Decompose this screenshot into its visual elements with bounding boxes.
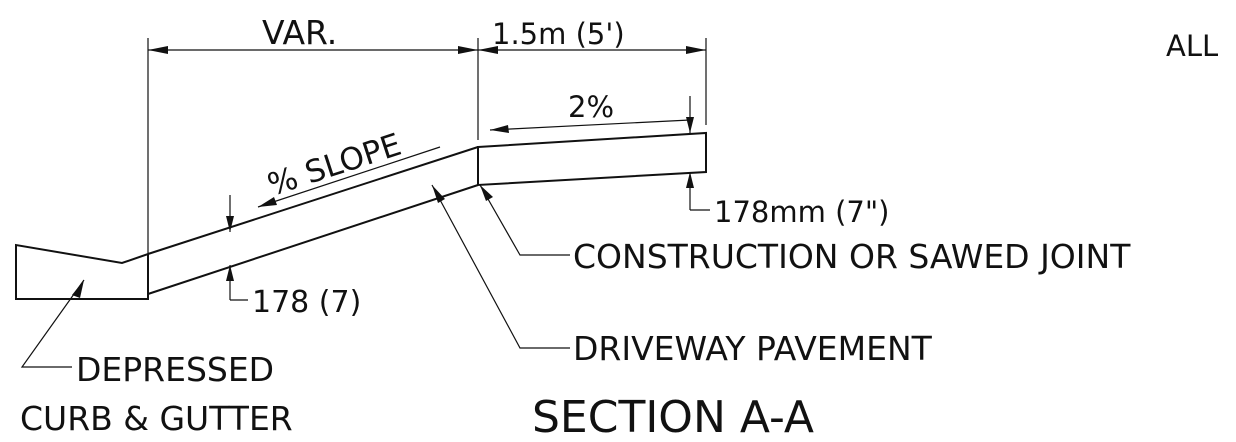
joint-callout: CONSTRUCTION OR SAWED JOINT xyxy=(573,237,1131,276)
arrow-icon xyxy=(490,125,509,133)
arrow-icon xyxy=(458,46,478,54)
slope-main-arrow xyxy=(257,146,441,208)
arrow-icon xyxy=(226,216,234,232)
slope-main-label: % SLOPE xyxy=(263,127,405,204)
slope-top-label: 2% xyxy=(568,90,614,124)
arrow-icon xyxy=(148,46,168,54)
joint-leader xyxy=(479,184,570,256)
arrow-icon xyxy=(478,46,498,54)
top-slab xyxy=(477,131,707,187)
arrow-icon xyxy=(258,197,277,207)
arrow-icon xyxy=(686,117,694,133)
curb-leader xyxy=(20,279,85,368)
curb-callout-line2: CURB & GUTTER xyxy=(20,399,293,438)
curb-callout-line1: DEPRESSED xyxy=(76,350,274,389)
arrow-icon xyxy=(72,280,84,298)
var-label: VAR. xyxy=(262,13,337,52)
curb-gutter-shape xyxy=(15,243,149,300)
arrow-icon xyxy=(432,185,445,203)
arrow-icon xyxy=(480,185,493,201)
thickness-right-label: 178mm (7") xyxy=(714,195,890,229)
arrow-icon xyxy=(686,46,706,54)
pavement-callout: DRIVEWAY PAVEMENT xyxy=(573,329,933,368)
arrow-icon xyxy=(226,265,234,281)
sloped-slab xyxy=(147,146,479,295)
slope-top-arrow xyxy=(489,119,691,131)
width-label: 1.5m (5') xyxy=(492,17,625,51)
thickness-left-label: 178 (7) xyxy=(252,285,361,320)
arrow-icon xyxy=(686,172,694,188)
section-title: SECTION A-A xyxy=(532,392,814,442)
pavement-leader xyxy=(431,184,570,349)
note-fragment: ALL xyxy=(1166,29,1218,63)
